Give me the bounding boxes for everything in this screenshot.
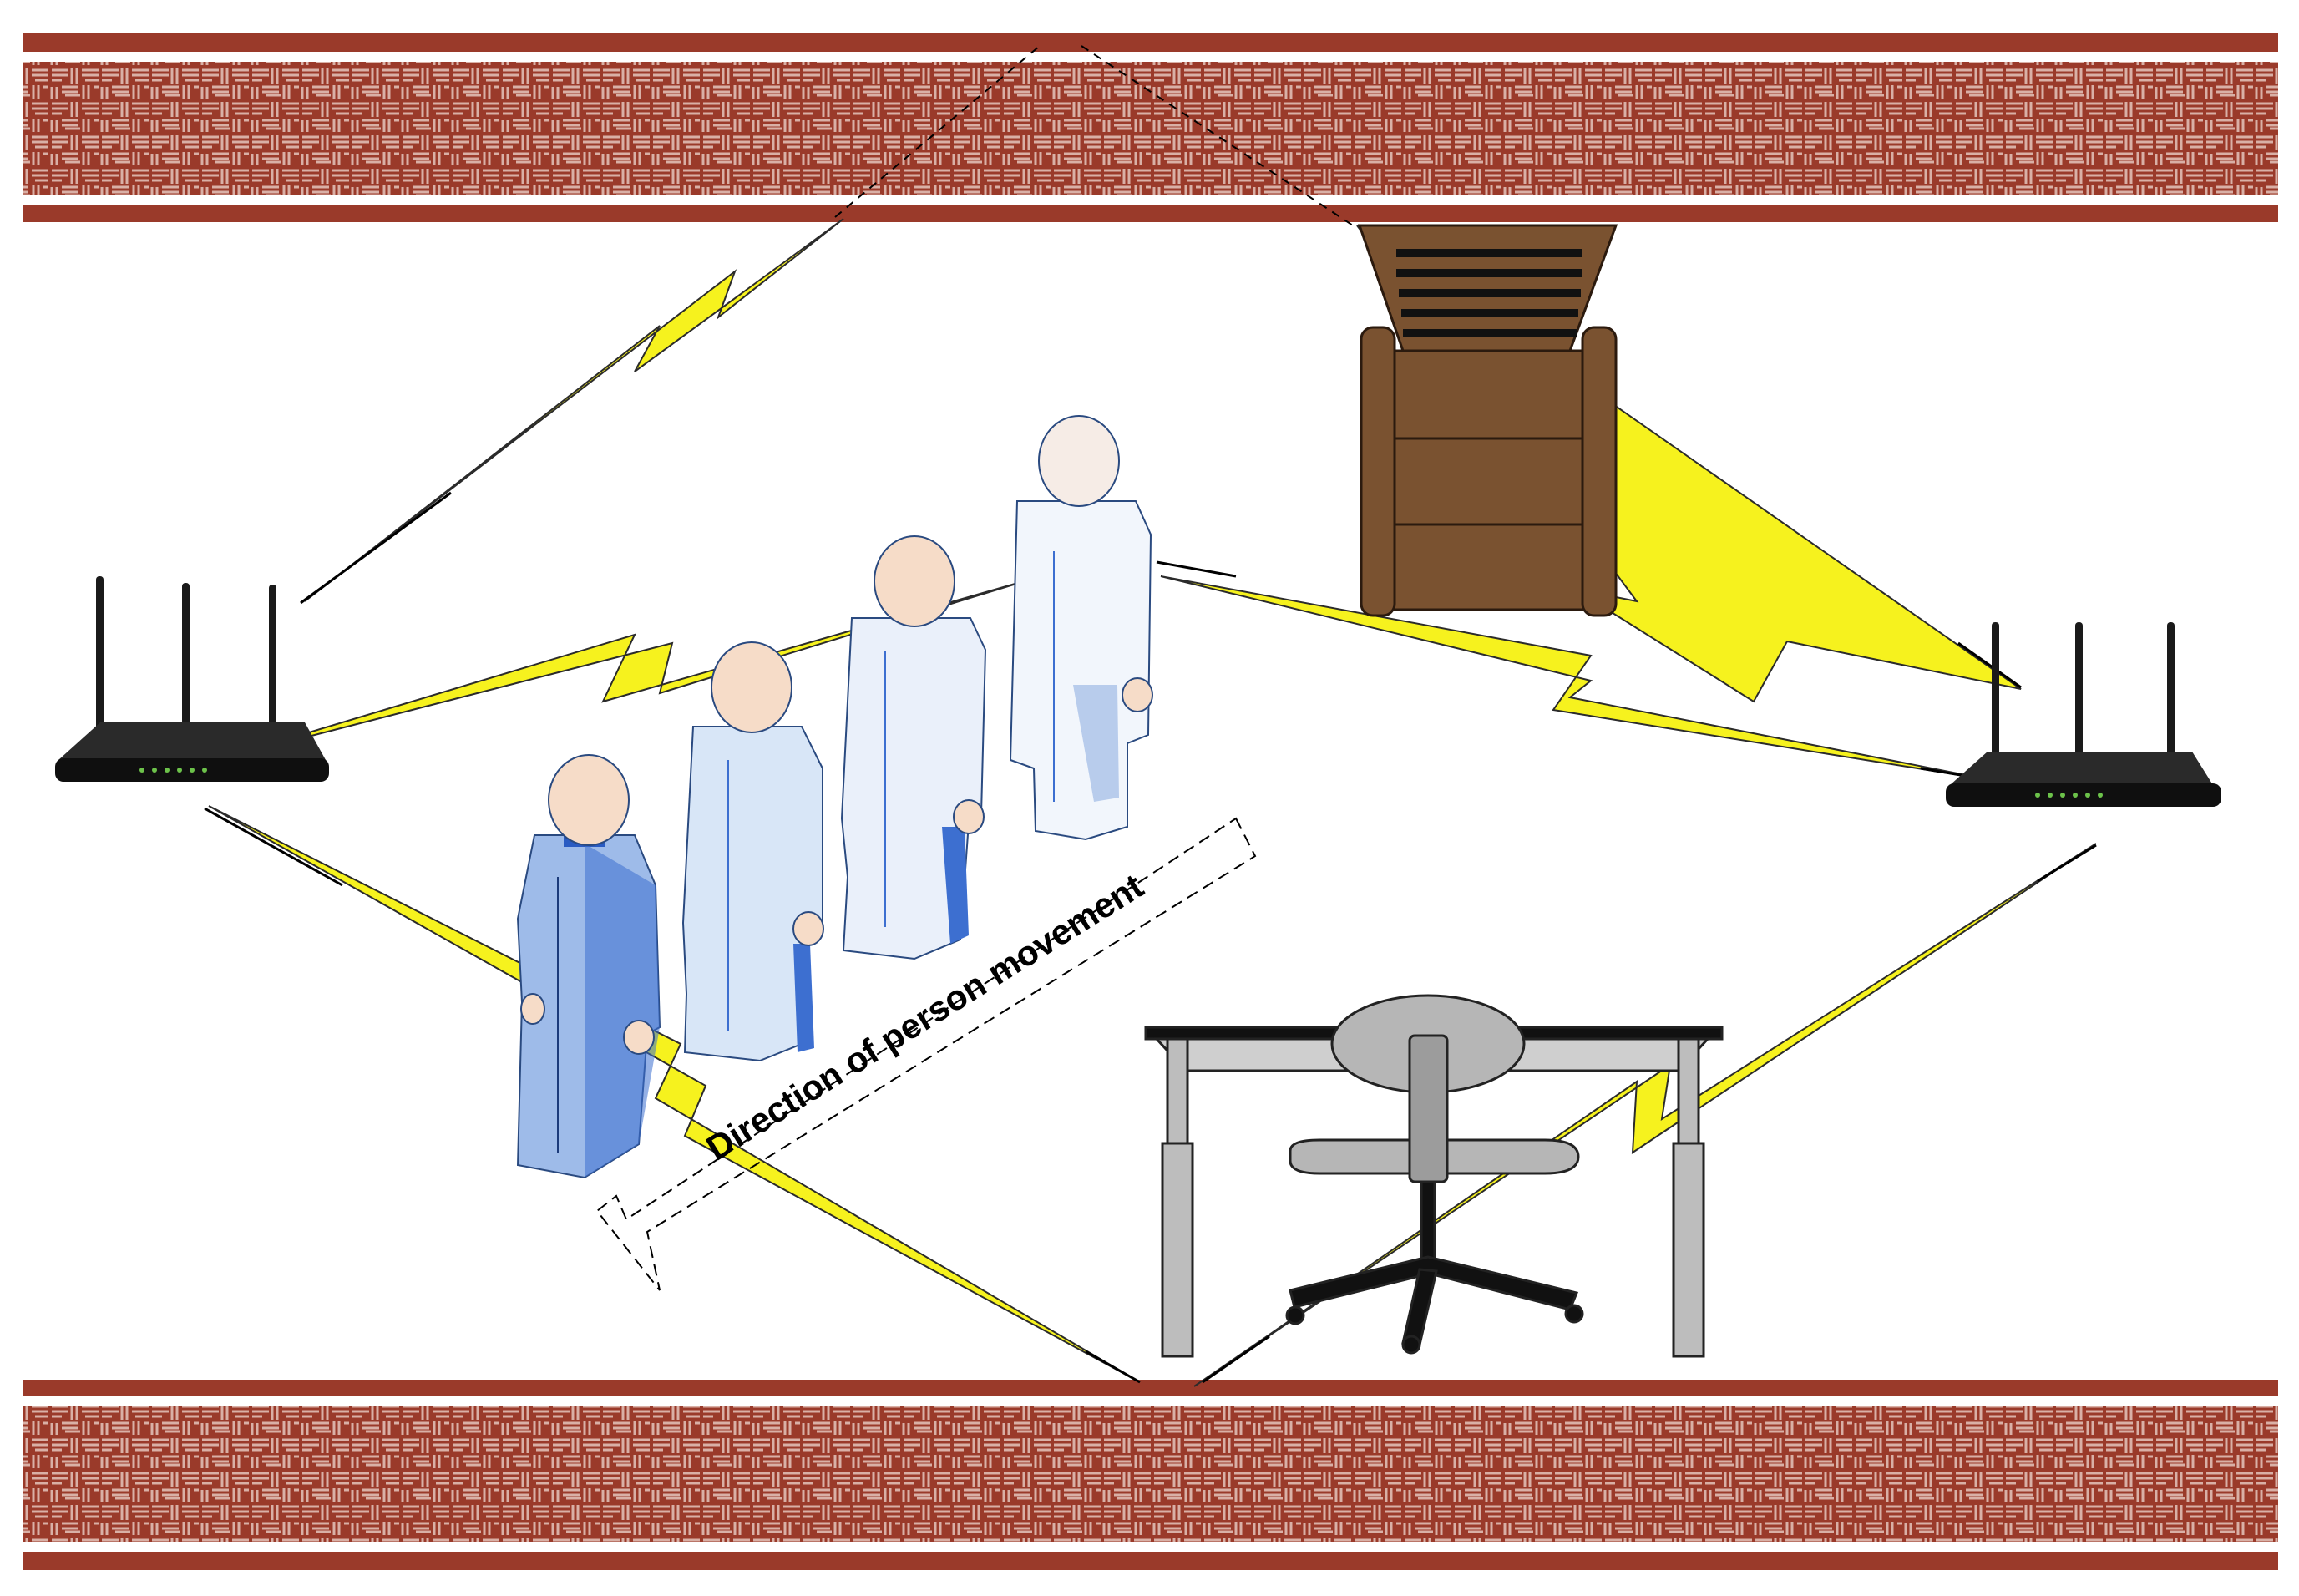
router-right [1946, 622, 2221, 807]
signal-bolt-left-bottom [208, 805, 1141, 1383]
person-1 [516, 754, 661, 1179]
top-wall [23, 33, 2278, 222]
signal-bolt-right-bottom [1193, 843, 2097, 1387]
direction-arrow [595, 817, 1257, 1291]
person-2 [681, 641, 824, 1062]
router-left [55, 576, 329, 782]
person-4 [1009, 415, 1153, 841]
armchair [1357, 224, 1618, 617]
office-chair [1285, 994, 1584, 1355]
reflection-lines [834, 45, 1354, 226]
bottom-wall [23, 1380, 2278, 1570]
person-3 [840, 535, 987, 960]
desk [1144, 1026, 1724, 1358]
signal-bolt-top-left [304, 218, 844, 602]
signal-bolts [208, 218, 2097, 1387]
